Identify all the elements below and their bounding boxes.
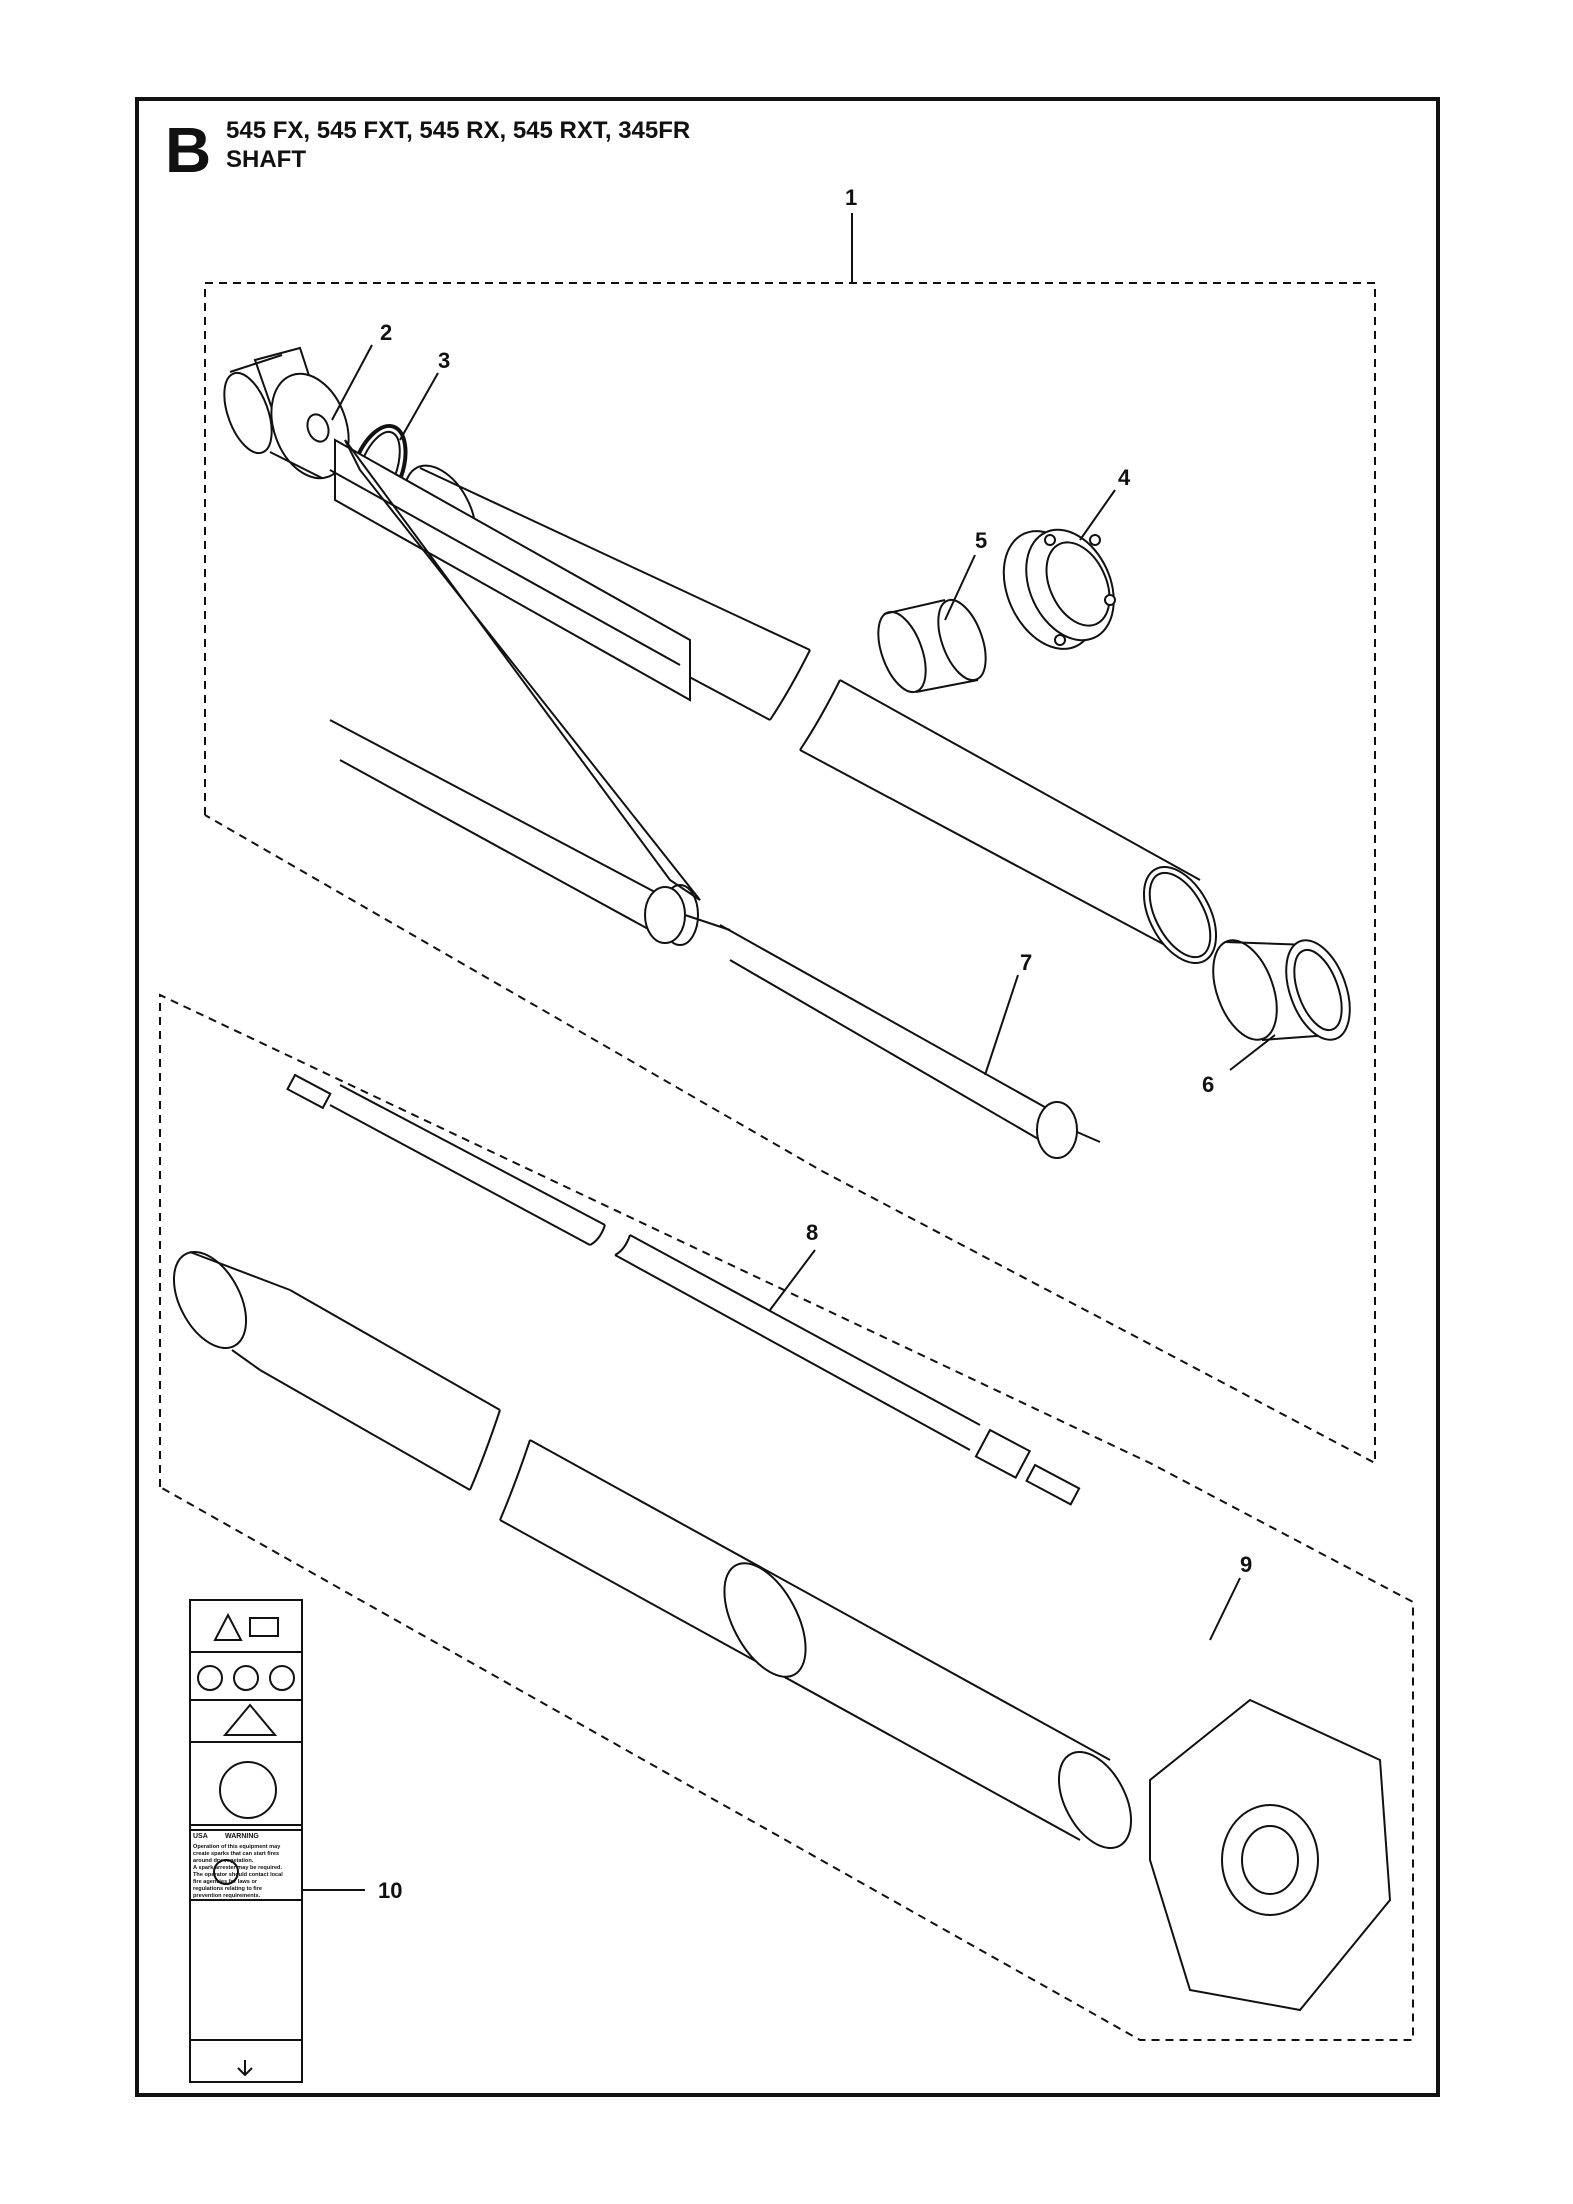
part-4-clamp-nut <box>1002 528 1116 650</box>
sticker-warning-line: prevention requirements. <box>193 1893 261 1899</box>
callout-3: 3 <box>438 348 450 373</box>
part-5-bushing <box>877 598 987 694</box>
leader-7 <box>984 974 1019 1076</box>
leader-9 <box>1209 1577 1241 1641</box>
assembly-boundary-9 <box>159 993 1414 2041</box>
sticker-warning-line: around dry vegetation. <box>193 1858 254 1864</box>
leader-8 <box>769 1249 816 1311</box>
callout-10: 10 <box>378 1878 402 1903</box>
sticker-warning-line: regulations relating to fire <box>193 1886 262 1892</box>
callout-8: 8 <box>806 1220 818 1245</box>
sticker-warning-line: Operation of this equipment may <box>193 1844 281 1850</box>
model-list: 545 FX, 545 FXT, 545 RX, 545 RXT, 345FR <box>226 117 691 144</box>
sticker-warning-line: A spark arrester may be required. <box>193 1865 282 1871</box>
callout-6: 6 <box>1202 1072 1214 1097</box>
shaft-tube <box>403 464 1218 965</box>
sticker-warning-line: The operator should contact local <box>193 1872 283 1878</box>
sticker-warning-line: fire agencies for laws or <box>193 1879 258 1885</box>
callout-2: 2 <box>380 320 392 345</box>
part-2-end-cap <box>223 346 350 480</box>
leader-3 <box>399 372 439 441</box>
part-8-drive-shaft <box>286 1073 1081 1506</box>
sticker-warning-heading: WARNING <box>225 1833 259 1840</box>
callout-4: 4 <box>1118 465 1131 490</box>
callout-1: 1 <box>845 185 857 210</box>
sticker-lang-code: USA <box>193 1833 208 1840</box>
callout-5: 5 <box>975 528 987 553</box>
part-10-label-sticker <box>189 1599 303 2083</box>
sticker-warning-line: create sparks that can start fires <box>193 1851 279 1857</box>
part-6-sleeve <box>1212 939 1351 1041</box>
leader-5 <box>944 554 976 621</box>
part-7-liner <box>329 438 1101 1159</box>
leader-2 <box>331 344 373 421</box>
leader-4 <box>1079 489 1116 541</box>
callout-7: 7 <box>1020 950 1032 975</box>
assembly-boundary-1 <box>204 282 1376 1465</box>
leader-6 <box>1229 1034 1276 1071</box>
diagram-title: SHAFT <box>226 146 306 173</box>
section-letter: B <box>165 114 212 186</box>
part-9-tube-and-housing <box>172 1250 1392 2012</box>
page-frame <box>135 97 1440 2097</box>
callout-9: 9 <box>1240 1552 1252 1577</box>
